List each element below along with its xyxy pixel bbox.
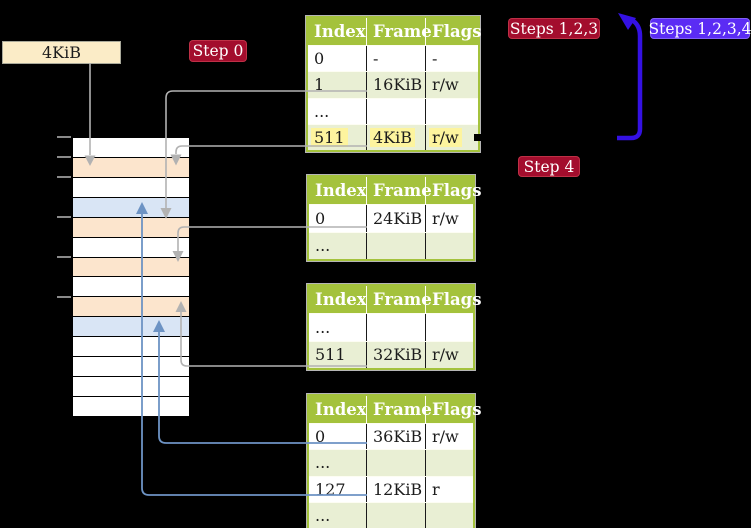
memory-frame-row-page-table <box>73 296 189 317</box>
address-tick <box>57 256 71 258</box>
col-header: Index <box>309 286 367 314</box>
frame-cell <box>367 450 426 476</box>
frame-cell <box>367 314 426 341</box>
frame-cell <box>367 98 426 124</box>
memory-frame-row-page-table <box>73 216 189 237</box>
flags-cell <box>426 233 473 259</box>
steps-1-2-3-badge: Steps 1,2,3 <box>508 18 600 39</box>
flags-cell <box>426 503 473 528</box>
memory-frame-row <box>73 176 189 197</box>
col-header: Flags <box>432 400 482 420</box>
table-header-row: Index Frame Flags <box>308 18 482 46</box>
table-row: 1 16KiB r/w <box>308 71 478 98</box>
address-tick <box>57 136 71 138</box>
frame-cell: 24KiB <box>367 205 426 232</box>
col-header: Frame <box>367 396 432 424</box>
col-header: Index <box>309 177 367 205</box>
memory-frame-row <box>73 336 189 357</box>
index-cell: ... <box>309 502 367 528</box>
frame-cell: 32KiB <box>367 341 426 368</box>
table-row: ... <box>309 501 473 528</box>
col-header: Index <box>308 18 367 46</box>
table-header-row: Index Frame Flags <box>309 177 482 205</box>
index-cell: ... <box>309 314 367 341</box>
step-4-badge: Step 4 <box>518 156 580 177</box>
page-size-label: 4KiB <box>2 41 121 64</box>
table-row: ... <box>309 313 473 341</box>
table-row: 0 - - <box>308 45 478 72</box>
table-row: 511 32KiB r/w <box>309 340 473 368</box>
step-0-badge: Step 0 <box>189 40 247 62</box>
index-cell: 511 <box>308 124 367 151</box>
table-row-recursive: 511 4KiB r/w <box>308 123 478 151</box>
memory-frame-row <box>73 138 189 157</box>
page-table-3: Index Frame Flags ... 511 32KiB r/w <box>307 284 482 370</box>
col-header: Frame <box>367 18 432 46</box>
highlighted-value: r/w <box>429 127 462 147</box>
index-cell: 0 <box>309 205 367 232</box>
col-header: Flags <box>432 290 482 310</box>
col-header: Index <box>309 396 367 424</box>
address-tick <box>57 216 71 218</box>
memory-frame-row-page-table <box>73 256 189 277</box>
flags-cell <box>426 450 473 475</box>
table-row: ... <box>309 449 473 476</box>
index-cell: 127 <box>309 476 367 502</box>
flags-cell: r <box>432 479 440 499</box>
flags-cell: r/w <box>432 427 459 447</box>
flags-cell: r/w <box>432 75 459 95</box>
memory-frame-row <box>73 276 189 297</box>
flags-cell: r/w <box>432 345 459 365</box>
memory-frame-row-mapped <box>73 316 189 337</box>
recursive-loop-arrow <box>617 13 643 141</box>
table-row: ... <box>308 97 478 124</box>
flags-cell <box>426 314 473 340</box>
memory-frame-row <box>73 376 189 396</box>
page-table-1: Index Frame Flags 0 - - 1 16KiB r/w ... … <box>306 16 482 152</box>
frame-cell: 4KiB <box>367 124 426 151</box>
index-cell: 511 <box>309 341 367 368</box>
frame-cell: 16KiB <box>367 72 426 98</box>
table-header-row: Index Frame Flags <box>309 396 482 424</box>
frame-cell <box>367 232 426 259</box>
memory-frame-row-mapped <box>73 196 189 217</box>
col-header: Frame <box>367 286 432 314</box>
frame-cell: 36KiB <box>367 424 426 450</box>
col-header: Flags <box>432 181 482 201</box>
col-header: Frame <box>367 177 432 205</box>
table-row: 0 36KiB r/w <box>309 423 473 450</box>
address-tick <box>57 176 71 178</box>
index-cell: 0 <box>309 424 367 450</box>
highlighted-value: 4KiB <box>370 127 416 147</box>
frame-cell: - <box>367 46 426 72</box>
memory-frame-row-page-table <box>73 156 189 177</box>
memory-frame-row <box>73 395 189 416</box>
index-cell: 1 <box>308 72 367 98</box>
frame-cell <box>367 502 426 528</box>
physical-memory-strip <box>72 137 190 417</box>
memory-frame-row <box>73 356 189 377</box>
page-table-4: Index Frame Flags 0 36KiB r/w ... 127 12… <box>307 394 482 528</box>
flags-cell: r/w <box>426 125 478 150</box>
index-cell: ... <box>309 450 367 476</box>
memory-frame-row <box>73 236 189 257</box>
address-tick <box>57 296 71 298</box>
frame-cell: 12KiB <box>367 476 426 502</box>
index-cell: ... <box>309 232 367 259</box>
steps-1-2-3-4-badge: Steps 1,2,3,4 <box>648 18 751 39</box>
index-cell: 0 <box>308 46 367 72</box>
col-header: Flags <box>432 22 482 42</box>
highlighted-value: 511 <box>311 127 348 147</box>
table-row: 127 12KiB r <box>309 475 473 502</box>
index-cell: ... <box>308 98 367 124</box>
table-header-row: Index Frame Flags <box>309 286 482 314</box>
table-row: ... <box>309 231 473 259</box>
flags-cell <box>426 99 478 124</box>
flags-cell: - <box>432 49 438 69</box>
page-table-2: Index Frame Flags 0 24KiB r/w ... <box>307 175 482 261</box>
table-row: 0 24KiB r/w <box>309 204 473 232</box>
address-tick <box>57 156 71 158</box>
flags-cell: r/w <box>432 208 459 228</box>
